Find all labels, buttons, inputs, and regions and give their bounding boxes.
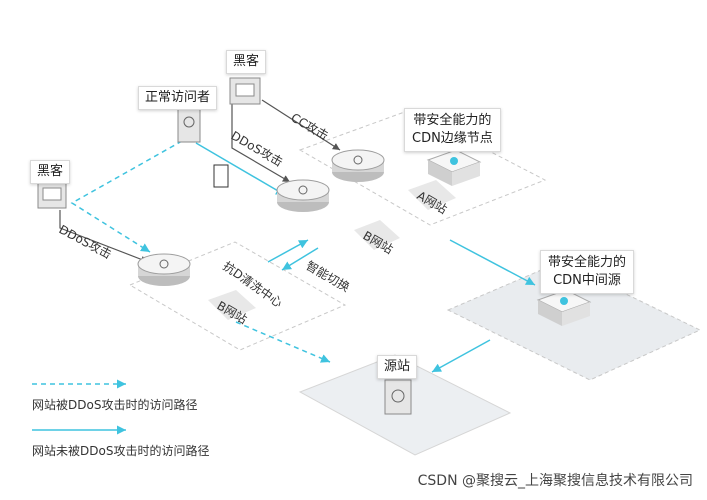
zone-edge-node bbox=[298, 109, 547, 226]
label-cdn-edge: 带安全能力的 CDN边缘节点 bbox=[404, 108, 501, 152]
label-cdn-mid: 带安全能力的 CDN中间源 bbox=[540, 250, 635, 294]
attack-ddos-left bbox=[59, 210, 149, 263]
label-cdn-edge-line2: CDN边缘节点 bbox=[412, 131, 493, 146]
edge-label-cc: CC攻击 bbox=[289, 110, 331, 143]
label-normal-visitor: 正常访问者 bbox=[138, 86, 218, 110]
attack-ddos-top bbox=[231, 100, 291, 183]
terminal-hacker-left bbox=[37, 181, 67, 209]
path-visitor-to-b-top bbox=[195, 142, 286, 196]
network-icon bbox=[450, 157, 458, 165]
label-origin: 源站 bbox=[377, 355, 418, 379]
terminal-origin bbox=[384, 379, 412, 415]
cdn-edge-box bbox=[426, 149, 482, 186]
path-switch-up bbox=[267, 239, 309, 263]
user-icon bbox=[183, 116, 195, 128]
path-mid-to-origin bbox=[431, 339, 491, 373]
path-visitor-to-antid-dashed bbox=[70, 140, 183, 253]
label-cdn-edge-line1: 带安全能力的 bbox=[413, 113, 492, 128]
globe-icon bbox=[391, 389, 405, 403]
shield-icon bbox=[159, 259, 169, 269]
label-hacker-top: 黑客 bbox=[226, 50, 267, 74]
device-b-top bbox=[276, 179, 330, 212]
terminal-visitor bbox=[177, 107, 201, 143]
shield-icon bbox=[353, 155, 363, 165]
path-antid-to-origin-dashed bbox=[235, 321, 331, 363]
label-hacker-left: 黑客 bbox=[30, 160, 71, 184]
edge-label-ddos-left: DDoS攻击 bbox=[57, 222, 114, 261]
network-icon bbox=[560, 297, 568, 305]
legend-dashed-text: 网站被DDoS攻击时的访问路径 bbox=[32, 398, 198, 412]
path-switch-down bbox=[281, 247, 319, 271]
watermark: CSDN @聚搜云_上海聚搜信息技术有限公司 bbox=[417, 473, 693, 489]
shield-icon bbox=[298, 185, 308, 195]
label-cdn-mid-line2: CDN中间源 bbox=[553, 273, 621, 288]
device-edge-node bbox=[331, 149, 385, 182]
site-b-top-tag: B网站 bbox=[354, 220, 400, 257]
terminal-hacker-top bbox=[229, 77, 261, 105]
cdn-mid-box bbox=[536, 289, 592, 326]
legend-solid-text: 网站未被DDoS攻击时的访问路径 bbox=[32, 444, 210, 458]
path-edge-to-mid bbox=[449, 239, 536, 286]
small-card bbox=[213, 164, 229, 188]
label-cdn-mid-line1: 带安全能力的 bbox=[548, 255, 627, 270]
attack-cc bbox=[261, 99, 341, 151]
device-anti-d bbox=[137, 253, 191, 286]
